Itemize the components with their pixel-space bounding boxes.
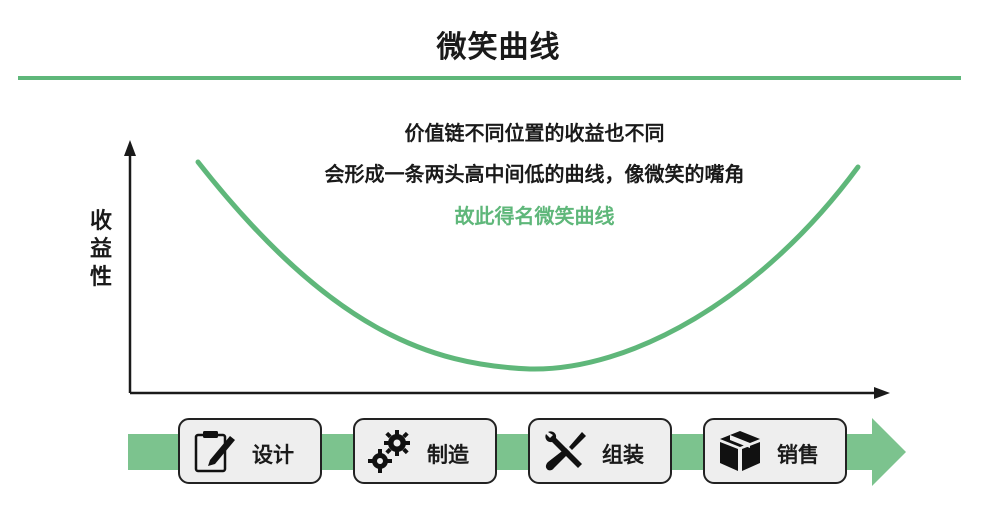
caption-line-3: 故此得名微笑曲线 [454,204,615,228]
package-box-icon [720,431,760,471]
clipboard-pen-icon [194,431,235,473]
axes [124,140,890,399]
stage-manufacturing: 制造 [353,418,497,484]
gears-icon [368,430,410,473]
process-arrow-head [872,418,906,486]
y-axis-arrowhead [124,140,136,156]
title-divider [18,76,961,80]
stage-label: 组装 [602,443,644,467]
wrench-screwdriver-icon [545,431,586,471]
stage-label: 销售 [777,443,819,467]
stage-sales: 销售 [703,418,847,484]
stage-label: 制造 [427,443,469,467]
stage-design: 设计 [178,418,322,484]
stage-assembly: 组装 [528,418,672,484]
caption-line-2: 会形成一条两头高中间低的曲线，像微笑的嘴角 [324,162,745,186]
smile-curve [195,159,861,372]
caption-line-1: 价值链不同位置的收益也不同 [404,121,665,145]
x-axis-arrowhead [874,387,890,399]
page-title: 微笑曲线 [436,30,561,65]
y-axis-label: 收益性 [89,209,112,290]
stage-label: 设计 [252,443,294,467]
